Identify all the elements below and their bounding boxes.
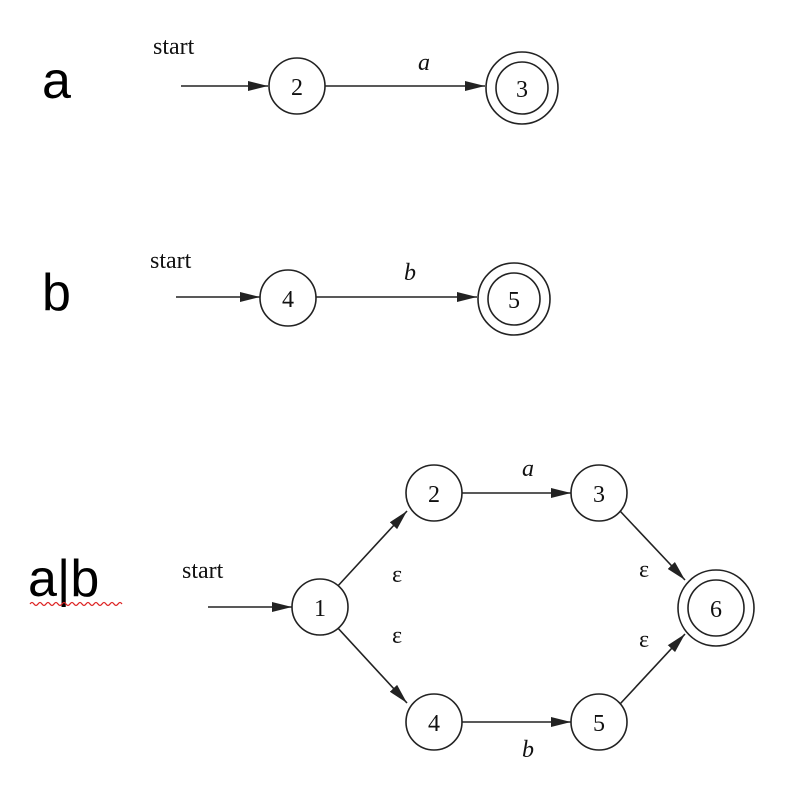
nfa-a: a start 2 a 3 [42, 34, 559, 125]
accepting-state-6: 6 [677, 569, 755, 647]
start-label-a-or-b: start [182, 558, 224, 584]
state-1: 1 [291, 578, 349, 636]
state-5: 5 [570, 693, 628, 751]
edge-label-b: b [404, 260, 416, 286]
edge-1-to-4 [335, 625, 408, 704]
state-label: 5 [593, 711, 605, 737]
accepting-state-5: 5 [477, 262, 551, 336]
state-4: 4 [405, 693, 463, 751]
row-label-a-or-b: a|b [28, 550, 99, 608]
edge-5-to-6 [619, 633, 686, 705]
nfa-a-or-b: a|b start ε ε a b ε ε 1 2 3 [28, 456, 755, 763]
row-label-b: b [42, 264, 71, 322]
edge-label-1-4-epsilon: ε [392, 623, 402, 649]
start-label-a: start [153, 34, 195, 60]
state-label: 1 [314, 596, 326, 622]
edge-label-3-6-epsilon: ε [639, 557, 649, 583]
state-label: 6 [710, 597, 722, 623]
state-2: 2 [268, 57, 326, 115]
edge-label-a: a [418, 50, 430, 76]
edge-label-1-2-epsilon: ε [392, 562, 402, 588]
edge-label-2-3-a: a [522, 456, 534, 482]
edge-1-to-2 [335, 510, 408, 589]
state-2: 2 [405, 464, 463, 522]
edge-label-5-6-epsilon: ε [639, 627, 649, 653]
state-label: 4 [428, 711, 440, 737]
state-label: 2 [428, 482, 440, 508]
state-label: 3 [516, 77, 528, 103]
start-label-b: start [150, 248, 192, 274]
state-label: 2 [291, 75, 303, 101]
state-3: 3 [570, 464, 628, 522]
edge-3-to-6 [619, 510, 686, 581]
state-label: 5 [508, 288, 520, 314]
nfa-b: b start 4 b 5 [42, 248, 551, 336]
spellcheck-underline [29, 601, 123, 607]
accepting-state-3: 3 [485, 51, 559, 125]
state-4: 4 [259, 269, 317, 327]
row-label-a: a [42, 52, 71, 110]
state-label: 4 [282, 287, 294, 313]
state-label: 3 [593, 482, 605, 508]
edge-label-4-5-b: b [522, 737, 534, 763]
